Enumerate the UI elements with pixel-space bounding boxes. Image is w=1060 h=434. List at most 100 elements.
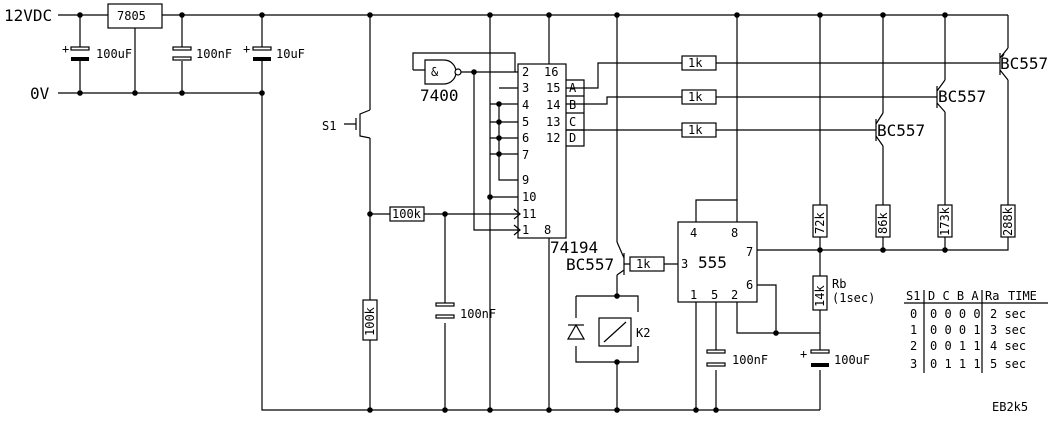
table-cell: 2 (910, 339, 917, 353)
table-cell: 0 0 0 1 (930, 323, 981, 337)
resistor-1k-a: 1k (681, 55, 717, 71)
pin-5: 5 (522, 115, 529, 129)
table-cell: 2 sec (990, 307, 1026, 321)
switch-s1: S1 (322, 109, 371, 139)
r-c-label: 1k (688, 123, 703, 137)
table-cell: 0 (910, 307, 917, 321)
capacitor-c2: 100nF (172, 46, 232, 61)
table-header-time: TIME (1008, 289, 1037, 303)
resistor-72k: 72k (812, 204, 828, 238)
timer-pin-7: 7 (746, 245, 753, 259)
transistor-bc557-relay: BC557 (566, 241, 625, 276)
transistor-bc557-a: BC557 (999, 47, 1048, 81)
r-a-label: 1k (688, 56, 703, 70)
timer-pin-3: 3 (681, 257, 688, 271)
gate-symbol: & (431, 65, 439, 79)
capacitor-c5: 100nF (706, 349, 768, 367)
transistor-bc557-b: BC557 (936, 79, 986, 113)
relay-label: K2 (636, 326, 650, 340)
resistor-173k: 173k (937, 204, 953, 238)
c3-label: 10uF (276, 47, 305, 61)
switch-label: S1 (322, 119, 336, 133)
r-b-label: 1k (688, 90, 703, 104)
svg-text:+: + (243, 42, 250, 56)
c6-label: 100uF (834, 353, 870, 367)
wires (58, 14, 1009, 411)
transistor-bc557-c: BC557 (875, 112, 925, 147)
r-pull-label: 100k (363, 306, 377, 336)
resistor-rb: 14k Rb (1sec) (812, 275, 875, 311)
ic-555: 555 4 8 7 3 6 1 5 2 (677, 221, 758, 303)
rb-name-label: Rb (832, 277, 846, 291)
output-c: C (569, 115, 576, 129)
table-cell: 3 (910, 357, 917, 371)
table-cell: 1 (910, 323, 917, 337)
timer-pin-8: 8 (731, 226, 738, 240)
timer-pin-2: 2 (731, 288, 738, 302)
r-288-label: 288k (1001, 206, 1015, 236)
regulator-label: 7805 (117, 9, 146, 23)
pin-12: 12 (546, 131, 560, 145)
capacitor-c6: + 100uF (800, 347, 870, 367)
capacitor-c4: 100nF (435, 302, 496, 321)
resistor-86k: 86k (875, 204, 891, 238)
table-header-ra: Ra (985, 289, 999, 303)
pin-14: 14 (546, 98, 560, 112)
r-72-label: 72k (813, 212, 827, 234)
timer-pin-1: 1 (690, 288, 697, 302)
table-header-dcba: D C B A (928, 289, 979, 303)
nand-gate-7400: & 7400 (420, 59, 462, 105)
q-b-label: BC557 (938, 87, 986, 106)
timing-table: S1 D C B A Ra TIME 0 0 0 0 0 2 sec 1 0 0… (904, 289, 1048, 373)
timer-pin-4: 4 (690, 226, 697, 240)
flyback-diode (566, 323, 586, 340)
junctions (77, 12, 948, 413)
ic-555-label: 555 (698, 253, 727, 272)
timer-pin-5: 5 (711, 288, 718, 302)
credit-label: EB2k5 (992, 400, 1028, 414)
resistor-100k-horizontal: 100k (389, 206, 425, 222)
pin-9: 9 (522, 173, 529, 187)
pin-4: 4 (522, 98, 529, 112)
svg-text:+: + (62, 42, 69, 56)
capacitor-c3: + 10uF (243, 42, 305, 61)
pin-3: 3 (522, 81, 529, 95)
pin-2: 2 (522, 65, 529, 79)
resistor-1k-relay: 1k (629, 256, 665, 272)
r-timer-label: 100k (392, 207, 422, 221)
capacitor-c1: + 100uF (62, 42, 132, 61)
pin-15: 15 (546, 81, 560, 95)
table-cell: 0 0 1 1 (930, 339, 981, 353)
ic-74194-label: 74194 (550, 238, 598, 257)
regulator-7805: 7805 (107, 3, 163, 29)
pin-13: 13 (546, 115, 560, 129)
pin-6: 6 (522, 131, 529, 145)
r-173-label: 173k (938, 206, 952, 236)
output-b: B (569, 98, 576, 112)
pin-8: 8 (544, 223, 551, 237)
q-relay-label: BC557 (566, 255, 614, 274)
c1-label: 100uF (96, 47, 132, 61)
resistor-100k-vertical: 100k (362, 299, 378, 341)
table-header-s1: S1 (906, 289, 920, 303)
c4-label: 100nF (460, 307, 496, 321)
output-d: D (569, 131, 576, 145)
gate-label: 7400 (420, 86, 459, 105)
ic-74194: 2 3 4 5 6 7 9 10 11 1 16 15 14 13 12 8 A… (513, 63, 598, 257)
q-a-label: BC557 (1000, 54, 1048, 73)
r-86-label: 86k (876, 212, 890, 234)
rb-value-label: 14k (813, 285, 827, 307)
resistor-1k-b: 1k (681, 89, 717, 105)
q-c-label: BC557 (877, 121, 925, 140)
pin-7: 7 (522, 148, 529, 162)
table-cell: 5 sec (990, 357, 1026, 371)
timer-pin-6: 6 (746, 278, 753, 292)
table-cell: 0 0 0 0 (930, 307, 981, 321)
table-cell: 0 1 1 1 (930, 357, 981, 371)
ground-rail-label: 0V (30, 84, 50, 103)
svg-text:+: + (800, 347, 807, 361)
rb-note-label: (1sec) (832, 291, 875, 305)
supply-rail-label: 12VDC (4, 6, 52, 25)
